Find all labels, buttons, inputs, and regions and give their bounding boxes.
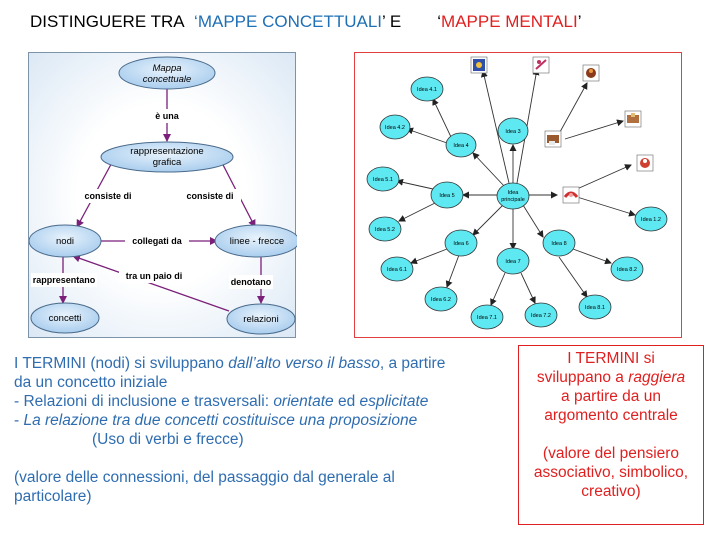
link-relazioni-nodi <box>72 254 230 312</box>
node-mappa-concettuale <box>118 56 216 90</box>
mind-node-idea-8 <box>542 229 576 257</box>
text-nodi: nodi <box>56 236 74 247</box>
text-grafica: grafica <box>153 157 182 168</box>
mind-text-idea-8-1: Idea 8.1 <box>585 305 605 311</box>
mind-node-center <box>496 182 530 210</box>
title-quote-open-1: ‘ <box>194 12 198 31</box>
mind-map-diagram: Idea principale Idea 3 Idea 4 Idea 4.1 I… <box>366 56 668 330</box>
mind-node-idea-4-2 <box>379 114 411 140</box>
slide-title: DISTINGUERE TRA ‘MAPPE CONCETTUALI’ E‘MA… <box>30 12 581 32</box>
title-mental-maps: MAPPE MENTALI <box>441 12 578 31</box>
desc-line-3: - Relazioni di inclusione e trasversali:… <box>14 393 429 410</box>
title-concept-maps: MAPPE CONCETTUALI <box>197 12 383 31</box>
mind-node-idea-8-1 <box>578 294 612 320</box>
mind-node-idea-7 <box>496 247 530 275</box>
mind-node-idea-5 <box>430 181 464 209</box>
rdesc-line-2: sviluppano a raggiera <box>536 369 686 386</box>
mind-node-idea-6-2 <box>424 286 458 312</box>
mind-node-idea-5-2 <box>368 216 402 242</box>
mind-text-center-2: principale <box>501 197 525 203</box>
concept-map-diagram: è una consiste di consiste di collegati … <box>29 56 297 335</box>
mind-node-idea-3 <box>497 117 529 145</box>
mind-text-idea-6-2: Idea 6.2 <box>431 297 451 303</box>
rdesc-line-6: associativo, simbolico, <box>533 464 689 481</box>
mind-text-idea-5-2: Idea 5.2 <box>375 227 395 233</box>
mind-map-icons <box>470 56 654 204</box>
desc-line-5: (Uso di verbi e frecce) <box>92 431 244 448</box>
desc-line-7: particolare) <box>14 488 92 505</box>
rdesc-line-7: creativo) <box>581 483 641 500</box>
title-quote-close-1: ’ E <box>382 12 402 31</box>
mind-text-idea-5-1: Idea 5.1 <box>373 177 393 183</box>
mind-map-panel: Idea principale Idea 3 Idea 4 Idea 4.1 I… <box>354 52 682 338</box>
title-prefix: DISTINGUERE TRA <box>30 12 185 31</box>
mind-node-idea-8-2 <box>610 256 644 282</box>
label-consiste-di-right: consiste di <box>186 191 233 201</box>
mind-text-idea-3: Idea 3 <box>505 129 520 135</box>
node-relazioni <box>226 303 296 335</box>
mind-text-idea-5: Idea 5 <box>439 193 454 199</box>
mind-text-idea-4-2: Idea 4.2 <box>385 125 405 131</box>
node-concetti <box>30 302 100 334</box>
title-quote-open-2: ‘ <box>437 12 442 31</box>
desc-line-6: (valore delle connessioni, del passaggio… <box>14 469 395 486</box>
text-rappresentazione: rappresentazione <box>130 146 203 157</box>
label-tra-un-paio-di: tra un paio di <box>126 271 183 281</box>
mind-text-idea-7-1: Idea 7.1 <box>477 315 497 321</box>
rdesc-line-3: a partire da un <box>561 388 661 405</box>
mind-node-idea-4-1 <box>410 76 444 102</box>
concept-map-description: I TERMINI (nodi) si sviluppano dall’alto… <box>14 354 504 506</box>
rdesc-line-1: I TERMINI si <box>567 350 655 367</box>
mind-text-idea-7-2: Idea 7.2 <box>531 313 551 319</box>
label-denotano: denotano <box>231 277 272 287</box>
concept-map-panel: è una consiste di consiste di collegati … <box>28 52 297 338</box>
mind-text-idea-4-1: Idea 4.1 <box>417 87 437 93</box>
text-concettuale: concettuale <box>143 74 192 85</box>
mind-text-idea-6-1: Idea 6.1 <box>387 267 407 273</box>
mind-node-idea-6 <box>444 229 478 257</box>
mind-text-idea-8: Idea 8 <box>551 241 566 247</box>
label-collegati-da: collegati da <box>132 236 183 246</box>
mind-text-idea-1-2: Idea 1.2 <box>641 217 661 223</box>
mind-node-idea-4 <box>445 132 477 158</box>
mind-node-idea-5-1 <box>366 166 400 192</box>
text-concetti: concetti <box>49 313 82 324</box>
rdesc-line-5: (valore del pensiero <box>542 445 680 462</box>
mind-text-idea-4: Idea 4 <box>453 143 468 149</box>
mind-text-center-1: Idea <box>508 190 520 196</box>
mind-text-idea-8-2: Idea 8.2 <box>617 267 637 273</box>
mind-node-idea-1-2 <box>634 206 668 232</box>
mind-text-idea-6: Idea 6 <box>453 241 468 247</box>
desc-line-2: da un concetto iniziale <box>14 374 168 391</box>
mind-node-idea-7-1 <box>470 304 504 330</box>
rdesc-line-4: argomento centrale <box>544 407 678 424</box>
mind-text-idea-7: Idea 7 <box>505 259 520 265</box>
label-consiste-di-left: consiste di <box>84 191 131 201</box>
text-mappa: Mappa <box>152 63 181 74</box>
mind-map-description: I TERMINI si sviluppano a raggiera a par… <box>518 345 704 525</box>
title-quote-close-2: ’ <box>577 12 582 31</box>
mind-node-idea-6-1 <box>380 256 414 282</box>
label-e-una: è una <box>155 111 180 121</box>
node-linee-frecce <box>214 224 297 258</box>
mind-node-idea-7-2 <box>524 302 558 328</box>
desc-line-1: I TERMINI (nodi) si sviluppano dall’alto… <box>14 355 446 372</box>
text-linee-frecce: linee - frecce <box>230 236 284 247</box>
node-rappresentazione-grafica <box>100 141 234 173</box>
node-nodi <box>29 224 102 258</box>
desc-line-4: - La relazione tra due concetti costitui… <box>14 412 418 429</box>
label-rappresentano: rappresentano <box>33 275 96 285</box>
text-relazioni: relazioni <box>243 314 278 325</box>
